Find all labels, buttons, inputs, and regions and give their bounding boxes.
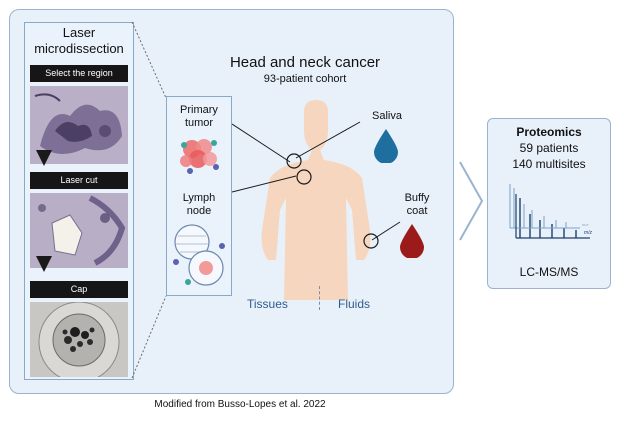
- primary-tumor-label-l1: Primary: [180, 104, 218, 116]
- footnote: Modified from Busso-Lopes et al. 2022: [154, 399, 326, 410]
- lmd-title: Laser microdissection: [26, 25, 132, 57]
- proteomics-patients: 59 patients: [519, 141, 579, 155]
- spectrum-axis-label: m/z: [584, 230, 593, 236]
- chevron-right-icon: [459, 161, 484, 241]
- proteomics-title: Proteomics: [516, 125, 582, 139]
- lymph-node-label-l2: node: [186, 205, 212, 217]
- saliva-drop-shape: [374, 129, 398, 163]
- step-cap: Cap: [30, 281, 128, 298]
- step-laser-cut: Laser cut: [30, 172, 128, 189]
- lmd-title-line1: Laser: [62, 25, 96, 40]
- primary-tumor-label-l2: tumor: [184, 117, 214, 129]
- arrow-down-icon: [36, 150, 52, 166]
- cohort-subtitle: 93-patient cohort: [263, 73, 347, 85]
- lmd-title-line2: microdissection: [34, 41, 124, 56]
- zoom-dashed-lines: [131, 21, 167, 379]
- primary-tumor-label: Primary tumor: [168, 104, 230, 130]
- arrow-down-icon: [36, 256, 52, 272]
- fluids-label: Fluids: [338, 297, 371, 311]
- proteomics-panel: [487, 118, 611, 289]
- lymph-node-label: Lymph node: [168, 192, 230, 218]
- saliva-drop-icon: [374, 129, 398, 163]
- buffy-coat-label: Buffy coat: [392, 192, 442, 218]
- step-select-region: Select the region: [30, 65, 128, 82]
- cohort-title: Head and neck cancer: [229, 54, 381, 71]
- tissue-micrograph-select: [30, 86, 128, 164]
- tumor-cells-icon: [180, 139, 219, 174]
- spectrum-axis-label-back: m/z: [582, 222, 588, 227]
- proteomics-multisites: 140 multisites: [512, 157, 586, 171]
- buffy-coat-label-l2: coat: [406, 205, 428, 217]
- lymph-node-label-l1: Lymph: [182, 192, 216, 204]
- human-body-illustration: [232, 100, 401, 300]
- group-divider: [319, 286, 321, 310]
- proteomics-method: LC-MS/MS: [519, 265, 579, 279]
- blood-drop-shape: [400, 224, 424, 258]
- blood-drop-icon: [400, 224, 424, 258]
- lymph-node-icon: [173, 224, 225, 286]
- mass-spectrum-icon: m/z m/z: [509, 184, 593, 239]
- cap-micrograph: [30, 302, 128, 377]
- tissues-label: Tissues: [247, 297, 288, 311]
- tissue-micrograph-cut: [30, 193, 128, 268]
- saliva-label: Saliva: [372, 110, 402, 122]
- buffy-coat-label-l1: Buffy: [404, 192, 430, 204]
